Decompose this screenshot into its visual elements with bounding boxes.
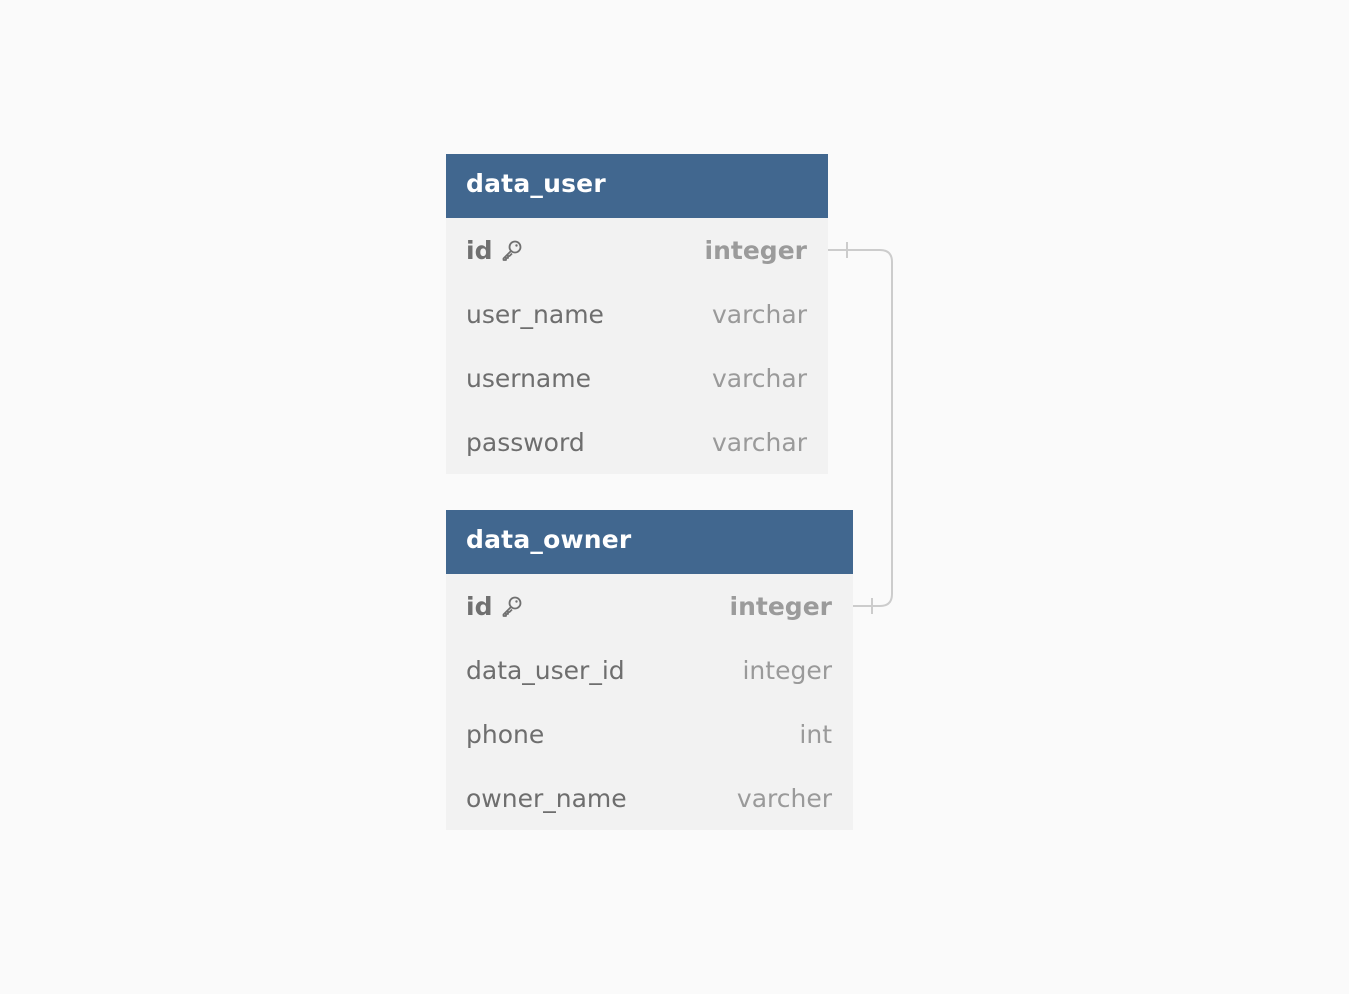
column-name: user_name xyxy=(466,299,604,329)
column-name: password xyxy=(466,427,585,457)
column-type: integer xyxy=(729,591,832,621)
table-data-owner[interactable]: data_owner id integer data_user_id integ… xyxy=(446,510,853,830)
column-type: varchar xyxy=(711,299,807,329)
column-type: integer xyxy=(742,655,832,685)
column-type: integer xyxy=(704,235,807,265)
table-data-user[interactable]: data_user id integer user_name varchar u… xyxy=(446,154,828,474)
column-name: id xyxy=(466,235,493,265)
table-row[interactable]: id integer xyxy=(446,574,853,638)
table-row[interactable]: phone int xyxy=(446,702,853,766)
column-type: varchar xyxy=(711,363,807,393)
table-header[interactable]: data_user xyxy=(446,154,828,218)
table-header[interactable]: data_owner xyxy=(446,510,853,574)
column-name: owner_name xyxy=(466,783,627,813)
column-name: data_user_id xyxy=(466,655,625,685)
table-row[interactable]: username varchar xyxy=(446,346,828,410)
key-icon xyxy=(503,240,522,261)
table-row[interactable]: owner_name varcher xyxy=(446,766,853,830)
column-type: varchar xyxy=(711,427,807,457)
key-icon xyxy=(503,596,522,617)
table-row[interactable]: data_user_id integer xyxy=(446,638,853,702)
column-type: int xyxy=(799,719,832,749)
column-name: phone xyxy=(466,719,545,749)
column-name: id xyxy=(466,591,493,621)
table-row[interactable]: user_name varchar xyxy=(446,282,828,346)
table-row[interactable]: password varchar xyxy=(446,410,828,474)
table-row[interactable]: id integer xyxy=(446,218,828,282)
column-type: varcher xyxy=(736,783,832,813)
column-name: username xyxy=(466,363,591,393)
